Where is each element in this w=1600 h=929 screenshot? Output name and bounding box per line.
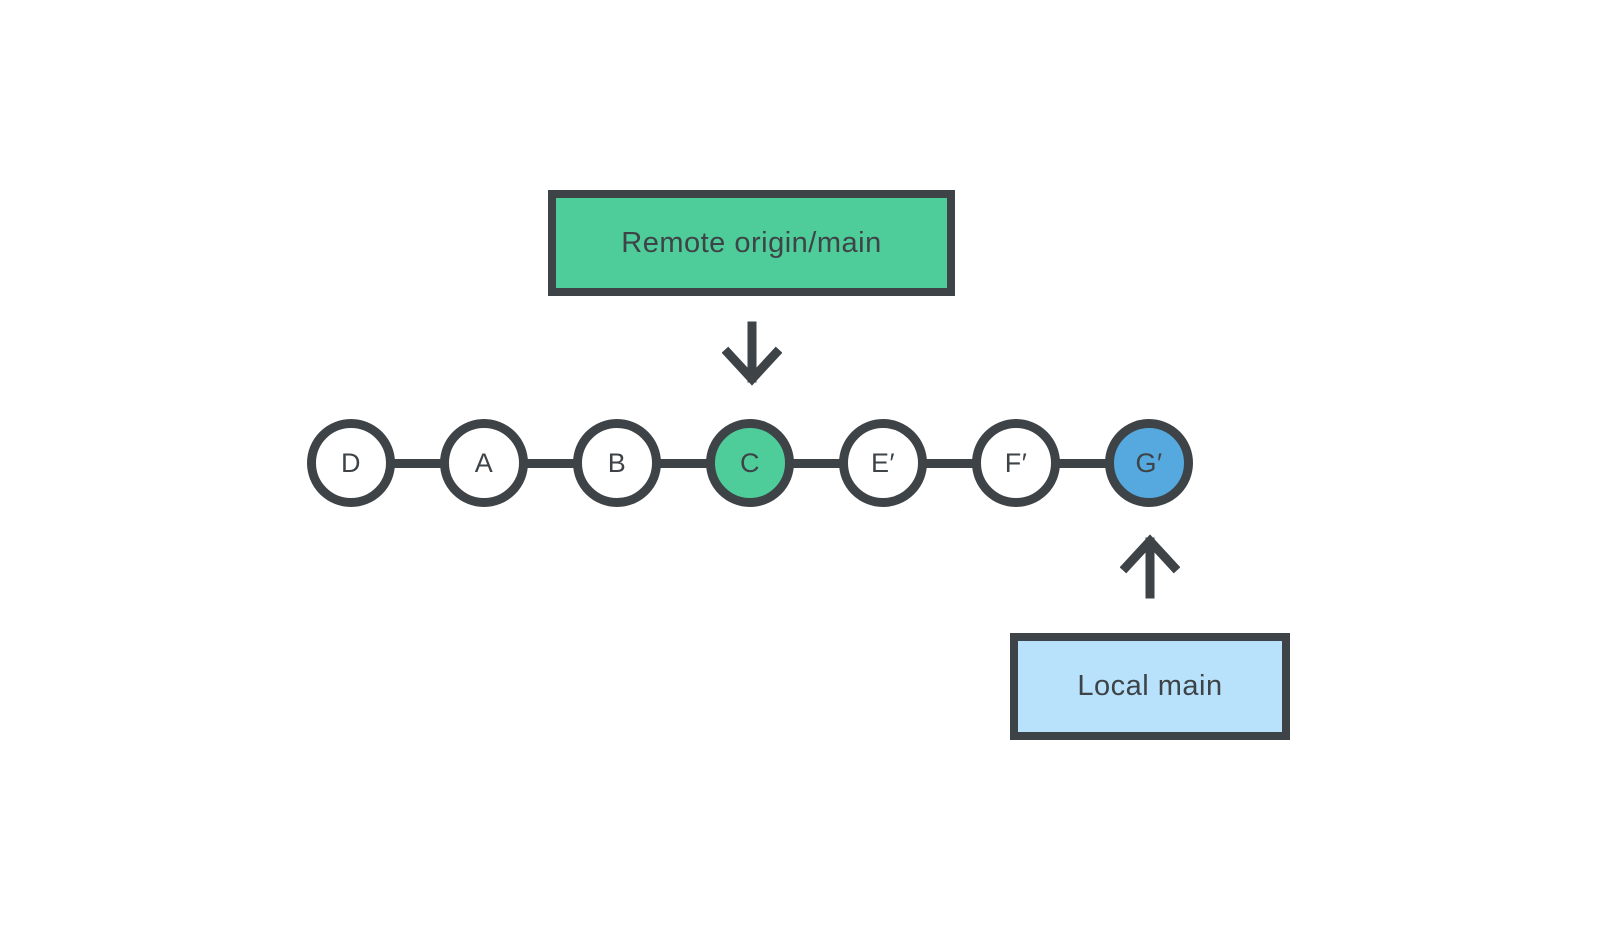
commit-node-label: F′ — [1004, 447, 1028, 478]
commit-node-b: B — [573, 419, 661, 507]
up-arrow-icon — [1120, 530, 1180, 600]
commit-node-label: D — [341, 447, 361, 478]
remote-branch-label-box: Remote origin/main — [548, 190, 955, 296]
commit-node-label: G′ — [1135, 447, 1163, 478]
commit-node-label: C — [740, 447, 760, 478]
commit-node-c: C — [706, 419, 794, 507]
commit-node-label: B — [607, 447, 627, 478]
commit-node-d: D — [307, 419, 395, 507]
commit-node-e-prime: E′ — [839, 419, 927, 507]
commit-node-g-prime: G′ — [1105, 419, 1193, 507]
commit-node-f-prime: F′ — [972, 419, 1060, 507]
commit-node-label: A — [474, 447, 494, 478]
local-branch-label-box: Local main — [1010, 633, 1290, 740]
local-branch-label: Local main — [1077, 670, 1223, 702]
commit-node-label: E′ — [870, 447, 896, 478]
remote-branch-label: Remote origin/main — [621, 226, 882, 259]
down-arrow-icon — [722, 320, 782, 390]
commit-node-a: A — [440, 419, 528, 507]
